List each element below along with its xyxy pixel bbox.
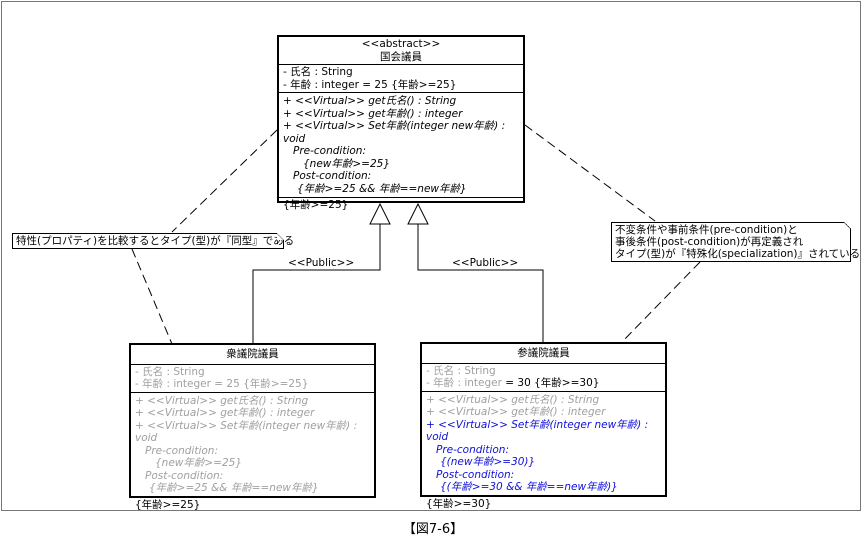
upper-house-class-box: 参議院議員 - 氏名 : String - 年齢 : integer = 30 … bbox=[420, 342, 667, 510]
upper-house-operations: + <<Virtual>> get氏名() : String + <<Virtu… bbox=[422, 392, 665, 497]
pre-condition-label: Pre-condition: bbox=[145, 444, 218, 457]
operation-get-age: + <<Virtual>> get年齢() : integer bbox=[283, 107, 463, 120]
pre-condition-value: {new年齢>=25} bbox=[303, 157, 391, 170]
note-left-anchor-top bbox=[171, 129, 278, 233]
note-right-line-2: 事後条件(post-condition)が再定義され bbox=[615, 236, 804, 248]
attribute-age-default: = 30 {年齢>=30} bbox=[505, 377, 600, 389]
attribute-age-row: - 年齢 : integer = 30 {年齢>=30} bbox=[426, 377, 661, 390]
post-condition-value: {年齢>=25 && 年齢==new年齢} bbox=[297, 182, 467, 195]
generalization-left-line bbox=[252, 224, 381, 344]
operation-set-age: + <<Virtual>> Set年齢(integer new年齢) : voi… bbox=[426, 418, 649, 444]
stereotype-right: <<Public>> bbox=[452, 257, 519, 269]
post-condition-value: {(年齢>=30 && 年齢==new年齢)} bbox=[440, 481, 618, 493]
operation-get-age: + <<Virtual>> get年齢() : integer bbox=[135, 407, 315, 419]
operation-set-age: + <<Virtual>> Set年齢(integer new年齢) : voi… bbox=[135, 419, 358, 445]
pre-condition-label: Pre-condition: bbox=[436, 443, 509, 456]
post-condition-label: Post-condition: bbox=[436, 468, 515, 481]
upper-house-class-name: 参議院議員 bbox=[422, 344, 665, 364]
figure-caption: 【図7-6】 bbox=[402, 522, 464, 537]
stereotype-left: <<Public>> bbox=[288, 257, 355, 269]
note-left-text: 特性(プロパティ)を比較するとタイプ(型)が『同型』である bbox=[16, 235, 295, 247]
attribute-age: - 年齢 : integer = 25 {年齢>=25} bbox=[283, 78, 457, 91]
abstract-attributes: - 氏名 : String - 年齢 : integer = 25 {年齢>=2… bbox=[279, 65, 523, 93]
invariant: {年齢>=25} bbox=[135, 498, 201, 511]
note-right-line-1: 不変条件や事前条件(pre-condition)と bbox=[615, 224, 798, 236]
attribute-name: - 氏名 : String bbox=[283, 66, 353, 78]
upper-house-attributes: - 氏名 : String - 年齢 : integer = 30 {年齢>=3… bbox=[422, 364, 665, 392]
post-condition-label: Post-condition: bbox=[145, 469, 224, 482]
note-right-anchor-top bbox=[524, 124, 656, 222]
lower-house-class-box: 衆議院議員 - 氏名 : String - 年齢 : integer = 25 … bbox=[129, 343, 376, 511]
operation-get-age: + <<Virtual>> get年齢() : integer bbox=[426, 406, 606, 418]
post-condition-value: {年齢>=25 && 年齢==new年齢} bbox=[149, 482, 319, 494]
pre-condition-label: Pre-condition: bbox=[293, 145, 366, 157]
generalization-left-arrowhead bbox=[369, 202, 391, 225]
abstract-stereotype: <<abstract>> bbox=[361, 38, 441, 50]
diagram-frame bbox=[1, 1, 861, 511]
attribute-age: - 年齢 : integer = 25 {年齢>=25} bbox=[135, 378, 309, 390]
generalization-right-line bbox=[417, 224, 544, 342]
lower-house-attributes: - 氏名 : String - 年齢 : integer = 25 {年齢>=2… bbox=[131, 365, 374, 393]
pre-condition-value: {(new年齢>=30)} bbox=[440, 456, 536, 468]
attribute-age: - 年齢 : integer bbox=[426, 377, 502, 389]
note-left: 特性(プロパティ)を比較するとタイプ(型)が『同型』である bbox=[12, 233, 294, 249]
lower-house-class-name: 衆議院議員 bbox=[131, 345, 374, 365]
abstract-class-name: 国会議員 bbox=[380, 50, 422, 63]
abstract-class-header: <<abstract>> 国会議員 bbox=[279, 37, 523, 65]
generalization-right-arrowhead bbox=[407, 202, 429, 225]
operation-get-name: + <<Virtual>> get氏名() : String bbox=[135, 394, 309, 407]
note-fold-icon bbox=[277, 233, 284, 240]
operation-get-name: + <<Virtual>> get氏名() : String bbox=[283, 95, 457, 107]
attribute-name: - 氏名 : String bbox=[426, 364, 496, 377]
note-fold-icon bbox=[844, 222, 851, 229]
invariant: {年齢>=30} bbox=[426, 497, 492, 510]
note-right: 不変条件や事前条件(pre-condition)と 事後条件(post-cond… bbox=[611, 222, 861, 262]
pre-condition-value: {new年齢>=25} bbox=[155, 457, 243, 469]
invariant: {年齢>=25} bbox=[283, 199, 349, 211]
operation-set-age: + <<Virtual>> Set年齢(integer new年齢) : voi… bbox=[283, 120, 506, 145]
note-left-anchor-bottom bbox=[131, 248, 173, 345]
abstract-operations: + <<Virtual>> get氏名() : String + <<Virtu… bbox=[279, 93, 523, 198]
abstract-class-box: <<abstract>> 国会議員 - 氏名 : String - 年齢 : i… bbox=[277, 35, 525, 211]
note-right-anchor-bottom bbox=[619, 261, 701, 345]
operation-get-name: + <<Virtual>> get氏名() : String bbox=[426, 393, 600, 406]
attribute-name: - 氏名 : String bbox=[135, 365, 205, 378]
note-right-line-3: タイプ(型)が『特殊化(specialization)』されている bbox=[615, 248, 861, 260]
post-condition-label: Post-condition: bbox=[293, 170, 372, 182]
lower-house-operations: + <<Virtual>> get氏名() : String + <<Virtu… bbox=[131, 393, 374, 498]
